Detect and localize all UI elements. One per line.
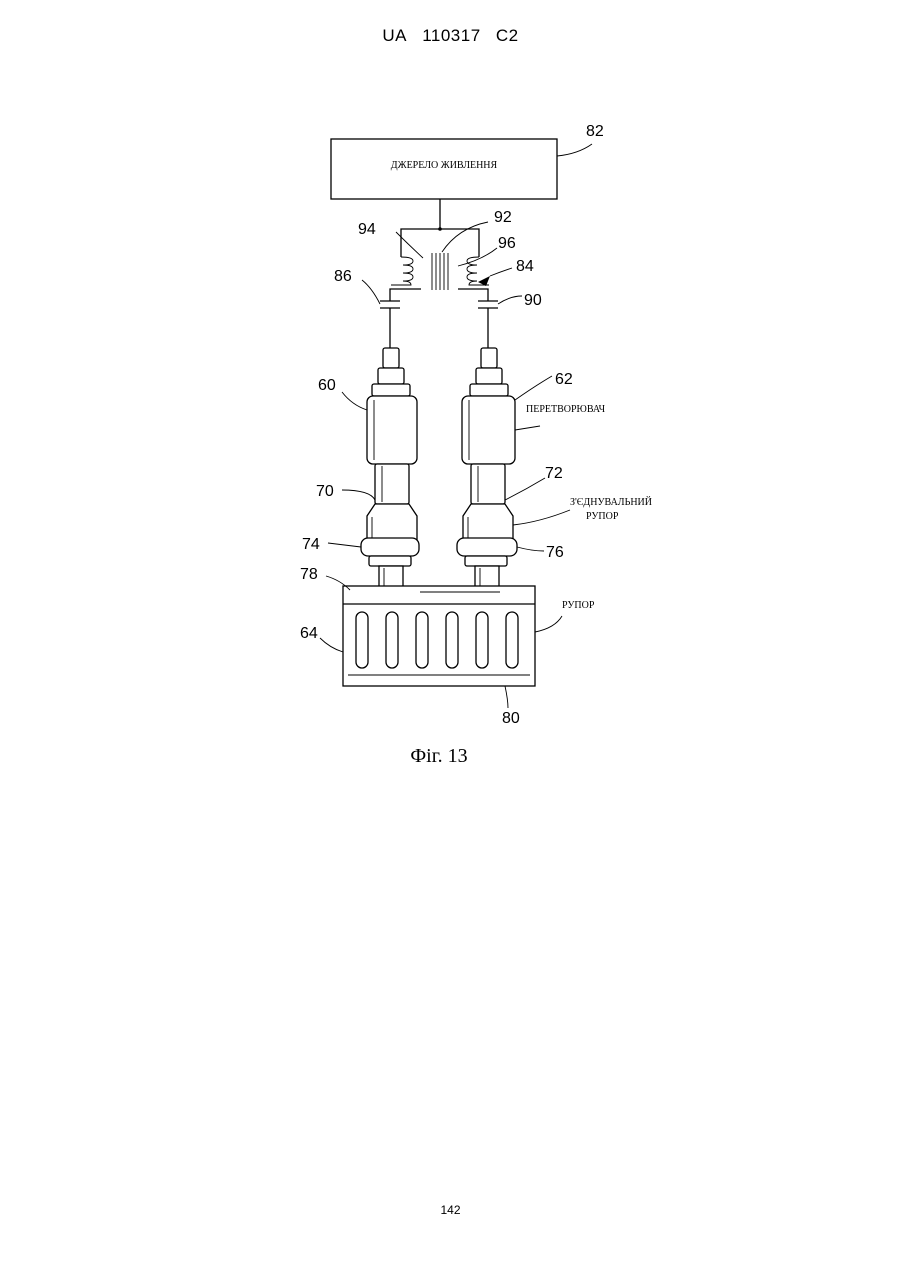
leader-70 <box>342 490 375 500</box>
leader-64 <box>320 638 343 652</box>
left-stack <box>361 348 419 598</box>
horn-64 <box>343 586 535 686</box>
ref-86: 86 <box>334 268 352 285</box>
ref-92: 92 <box>494 209 512 226</box>
leader-74 <box>328 543 361 547</box>
right-stack <box>457 348 517 598</box>
leader-82 <box>557 144 592 156</box>
leader-60 <box>342 392 367 410</box>
ref-76: 76 <box>546 544 564 561</box>
ring-76 <box>457 538 517 556</box>
ref-78: 78 <box>300 566 318 583</box>
leader-72 <box>505 478 545 500</box>
leader-80 <box>505 686 508 708</box>
ref-94: 94 <box>358 221 376 238</box>
booster-label-line1: З'ЄДНУВАЛЬНИЙ <box>570 496 652 508</box>
leader-90 <box>498 296 522 304</box>
leader-86 <box>362 280 380 304</box>
ref-90: 90 <box>524 292 542 309</box>
ref-70: 70 <box>316 483 334 500</box>
figure-caption: Фіг. 13 <box>410 745 467 767</box>
right-output-wire <box>458 289 488 301</box>
leader-converter <box>515 426 540 430</box>
leader-62 <box>515 376 552 400</box>
leader-94 <box>396 232 423 258</box>
booster-72 <box>463 504 513 540</box>
transformer-core <box>432 253 448 290</box>
converter-60 <box>367 396 417 464</box>
horn-label: РУПОР <box>562 600 595 611</box>
ring-74 <box>361 538 419 556</box>
page-number: 142 <box>0 1203 901 1217</box>
ref-96: 96 <box>498 235 516 252</box>
ref-74: 74 <box>302 536 320 553</box>
coil-94 <box>391 257 413 285</box>
leader-horn <box>535 616 562 632</box>
leader-84 <box>490 268 512 276</box>
ref-84: 84 <box>516 258 534 275</box>
booster-label-line2: РУПОР <box>586 511 619 522</box>
converter-label: ПЕРЕТВОРЮВАЧ <box>526 404 606 415</box>
booster-70 <box>367 504 417 540</box>
arrow-84 <box>478 276 490 286</box>
ref-72: 72 <box>545 465 563 482</box>
converter-62 <box>462 396 515 464</box>
leader-92 <box>442 222 488 252</box>
left-output-wire <box>390 289 421 301</box>
power-source-label: ДЖЕРЕЛО ЖИВЛЕННЯ <box>391 160 498 171</box>
capacitor-86 <box>380 301 400 348</box>
transformer-primary-loop <box>401 229 479 257</box>
ref-60: 60 <box>318 377 336 394</box>
leader-booster <box>513 510 570 525</box>
ref-80: 80 <box>502 710 520 727</box>
capacitor-90 <box>478 301 498 348</box>
leader-76 <box>517 547 544 551</box>
ref-62: 62 <box>555 371 573 388</box>
ref-82: 82 <box>586 123 604 140</box>
ref-64: 64 <box>300 625 318 642</box>
